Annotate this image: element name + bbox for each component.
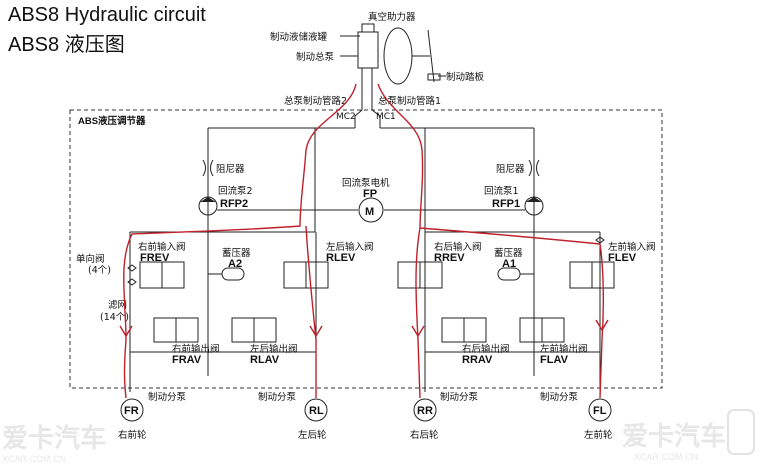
- watermark-brand-right: 爱卡汽车: [622, 421, 726, 451]
- label-accumulator-right-code: A1: [502, 258, 516, 270]
- label-inlet-fr-cn: 右前输入阀: [138, 241, 186, 253]
- damper-left: [202, 159, 214, 177]
- label-check-valve-count: (4个): [88, 265, 111, 276]
- label-wheel-fl: 左前轮: [584, 429, 613, 441]
- label-filter-count: (14个): [100, 312, 129, 323]
- label-pump2-cn: 回流泵2: [218, 185, 253, 197]
- label-inlet-rl-code: RLEV: [326, 252, 356, 264]
- pump-motor: [358, 197, 384, 223]
- watermark-url-right: XCAR.COM.CN: [634, 452, 698, 462]
- outlet-valve-rlav: [208, 317, 316, 353]
- wheel-fr: FR: [120, 398, 144, 422]
- label-wheel-fr: 右前轮: [118, 429, 147, 441]
- inlet-valve-rrev: [397, 232, 443, 392]
- label-outlet-fr-cn: 右前输出阀: [172, 343, 220, 355]
- watermark-seal: [727, 409, 755, 455]
- label-pedal: 制动踏板: [446, 71, 485, 83]
- label-booster: 真空助力器: [368, 11, 416, 23]
- svg-text:FR: FR: [124, 405, 139, 417]
- brake-pedal: [427, 29, 435, 83]
- label-pump1-code: RFP1: [492, 198, 520, 210]
- label-accumulator-left-cn: 蓄压器: [222, 247, 251, 259]
- label-wheel-rr: 右后轮: [410, 429, 439, 441]
- label-caliper-rr: 制动分泵: [440, 391, 479, 403]
- abs-unit-boundary: [69, 109, 663, 389]
- label-master-cylinder: 制动总泵: [296, 51, 335, 63]
- watermark-url-left: XCAR.COM.CN: [2, 454, 66, 464]
- label-damper-left: 阻尼器: [216, 164, 245, 175]
- master-cylinder: [357, 31, 379, 69]
- outlet-valve-flav: [519, 317, 600, 353]
- label-abs-unit: ABS液压调节器: [78, 115, 146, 127]
- label-mc2: MC2: [336, 112, 356, 122]
- label-damper-right: 阻尼器: [496, 164, 525, 175]
- label-pump2-code: RFP2: [220, 198, 248, 210]
- label-check-valve: 单向阀: [76, 253, 105, 265]
- label-inlet-fr-code: FREV: [140, 252, 170, 264]
- label-outlet-fr-code: FRAV: [172, 354, 202, 366]
- label-inlet-rl-cn: 左后输入阀: [326, 241, 374, 253]
- label-mc1: MC1: [376, 112, 396, 122]
- title-english: ABS8 Hydraulic circuit: [8, 4, 206, 26]
- outlet-valve-rrav: [425, 317, 534, 353]
- inlet-valve-flev: [569, 232, 615, 392]
- inlet-valve-rlev: [283, 232, 329, 392]
- svg-text:FL: FL: [593, 405, 607, 417]
- label-motor-cn: 回流泵电机: [342, 177, 390, 189]
- label-caliper-rl: 制动分泵: [258, 391, 297, 403]
- vacuum-booster: [383, 27, 413, 85]
- label-inlet-fl-code: FLEV: [608, 252, 637, 264]
- wheel-rr: RR: [413, 398, 437, 422]
- label-reservoir: 制动液储液罐: [270, 31, 328, 43]
- label-wheel-rl: 左后轮: [298, 429, 327, 441]
- label-accumulator-right-cn: 蓄压器: [494, 247, 523, 259]
- label-inlet-rr-code: RREV: [434, 252, 465, 264]
- reservoir: [361, 23, 375, 33]
- inlet-valve-frev: [127, 232, 185, 392]
- label-filter: 滤网: [108, 299, 127, 311]
- label-motor-code: FP: [363, 188, 377, 200]
- label-inlet-fl-cn: 左前输入阀: [608, 241, 656, 253]
- flow-annotation-lines: [119, 83, 609, 399]
- label-outlet-fl-code: FLAV: [540, 354, 569, 366]
- svg-text:RL: RL: [309, 405, 324, 417]
- label-outlet-fl-cn: 左前输出阀: [540, 343, 588, 355]
- label-pump1-cn: 回流泵1: [484, 185, 519, 197]
- label-line-2: 总泵制动管路2: [284, 95, 347, 107]
- label-inlet-rr-cn: 右后输入阀: [434, 241, 482, 253]
- title-chinese: ABS8 液压图: [8, 34, 125, 56]
- label-outlet-rr-code: RRAV: [462, 354, 493, 366]
- label-accumulator-left-code: A2: [228, 258, 242, 270]
- label-caliper-fr: 制动分泵: [148, 391, 187, 403]
- outlet-valve-frav: [130, 317, 208, 353]
- label-outlet-rr-cn: 右后输出阀: [462, 343, 510, 355]
- label-outlet-rl-code: RLAV: [250, 354, 280, 366]
- wheel-rl: RL: [304, 398, 328, 422]
- label-caliper-fl: 制动分泵: [540, 391, 579, 403]
- watermark-brand-left: 爱卡汽车: [2, 423, 106, 453]
- wheel-fl: FL: [588, 398, 612, 422]
- svg-text:RR: RR: [417, 405, 433, 417]
- motor-symbol: M: [365, 206, 374, 218]
- label-line-1: 总泵制动管路1: [378, 95, 441, 107]
- label-outlet-rl-cn: 左后输出阀: [250, 343, 298, 355]
- damper-right: [528, 159, 540, 177]
